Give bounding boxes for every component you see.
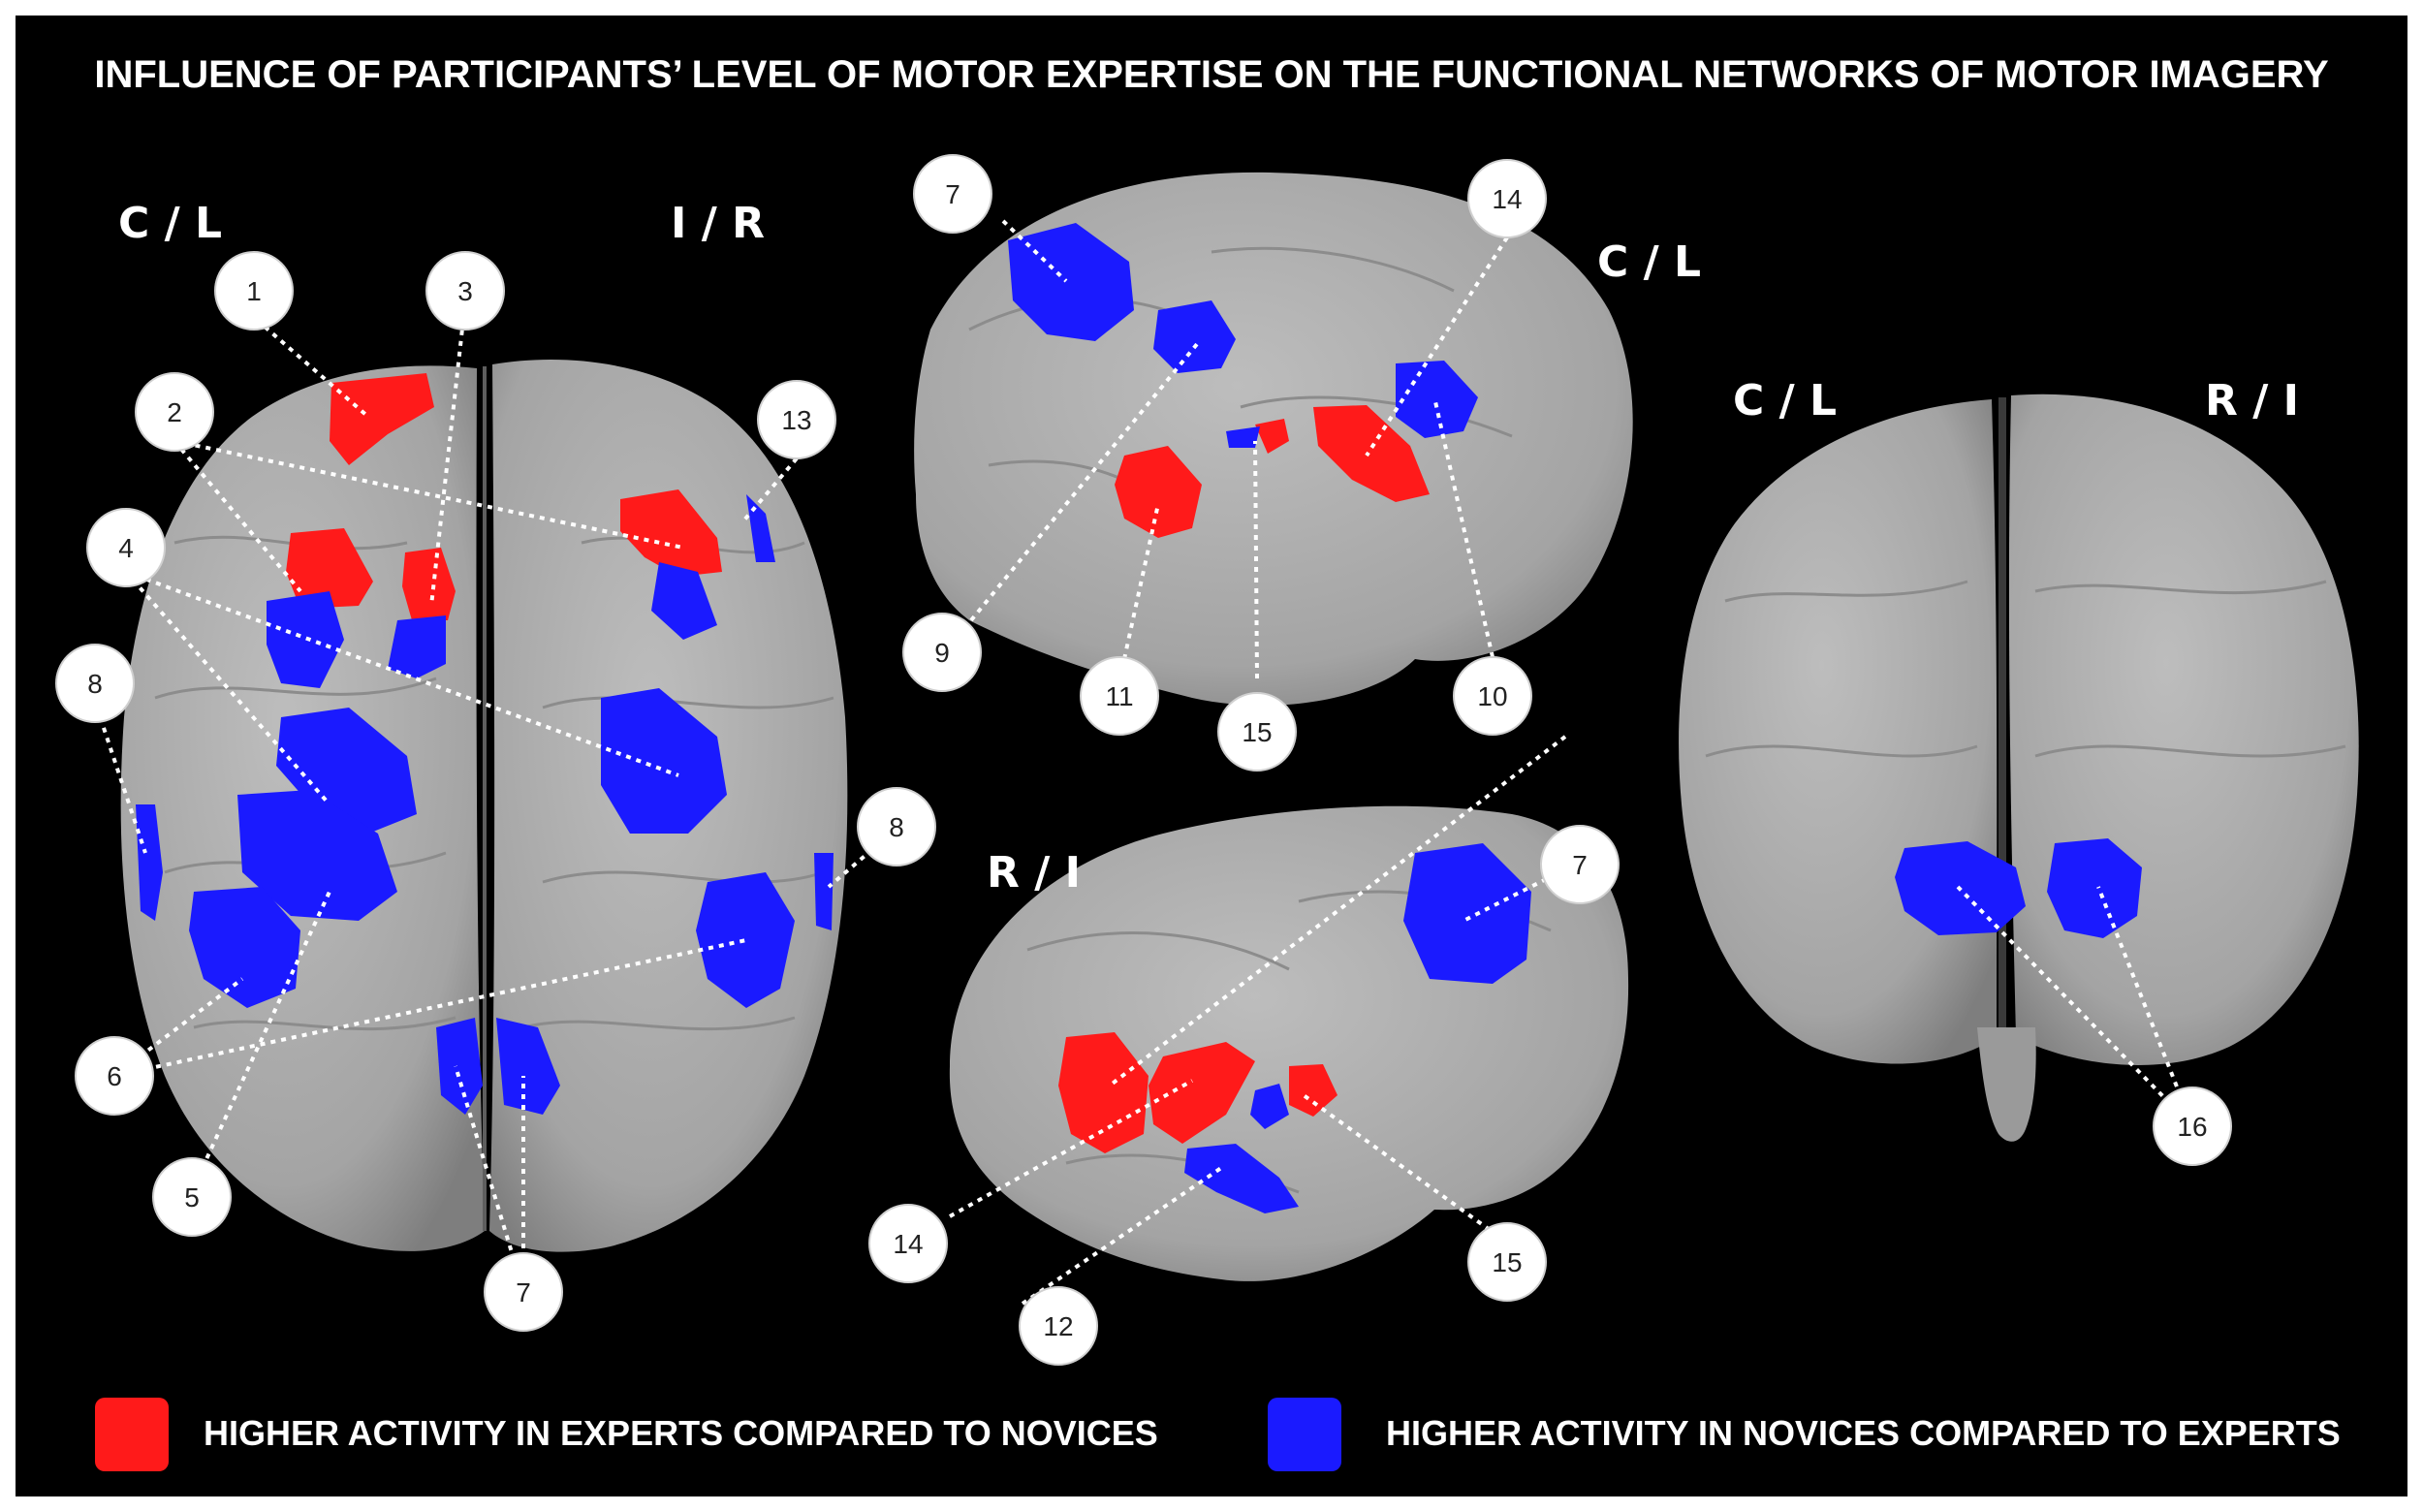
cluster-1: [330, 373, 434, 465]
cluster-15-medial: [1255, 419, 1289, 454]
marker-4: 4: [118, 533, 134, 563]
cluster-14-medial: [1313, 405, 1430, 502]
cluster-13-right: [651, 562, 717, 640]
marker-7-lateral: 7: [1572, 850, 1588, 880]
figure-title: INFLUENCE OF PARTICIPANTS’ LEVEL OF MOTO…: [94, 53, 2329, 96]
marker-13: 13: [781, 405, 811, 435]
posterior-left-hemisphere: [1679, 399, 1998, 1064]
marker-14-medial: 14: [1492, 184, 1522, 214]
cluster-5: [237, 790, 397, 921]
cluster-11: [1115, 446, 1202, 538]
cluster-8-left: [136, 804, 163, 921]
cluster-14-lateral: [1149, 1042, 1255, 1144]
posterior-right-label: R / I: [2205, 376, 2299, 425]
cluster-8-right: [814, 853, 834, 930]
cluster-6-left: [189, 887, 300, 1008]
cluster-15-lateral-blue: [1250, 1084, 1289, 1129]
cluster-15-medial-blue: [1226, 426, 1260, 448]
cluster-7-medial: [1008, 223, 1134, 341]
cluster-15-lateral: [1289, 1064, 1337, 1117]
expert-clusters: [286, 373, 1430, 1153]
marker-14-lateral: 14: [893, 1229, 923, 1259]
marker-3: 3: [457, 276, 473, 306]
leader-lines: [95, 219, 2194, 1306]
cluster-10-lateral: [1058, 1032, 1149, 1153]
dorsal-left-label: C / L: [118, 199, 222, 248]
marker-10: 10: [1477, 681, 1507, 711]
marker-6: 6: [107, 1061, 122, 1091]
cluster-2-right: [620, 489, 722, 577]
marker-11: 11: [1105, 681, 1133, 711]
legend-novices-label: HIGHER ACTIVITY IN NOVICES COMPARED TO E…: [1386, 1413, 2341, 1453]
cluster-10-medial: [1396, 361, 1478, 438]
dorsal-brain: [120, 360, 848, 1252]
marker-12: 12: [1043, 1311, 1073, 1341]
cluster-7-dorsal-left: [436, 1018, 483, 1115]
marker-1: 1: [246, 276, 262, 306]
legend-experts-label: HIGHER ACTIVITY IN EXPERTS COMPARED TO N…: [204, 1413, 1158, 1453]
cluster-3: [402, 548, 456, 620]
cluster-16-right: [2047, 838, 2142, 938]
cluster-4-right: [601, 688, 727, 834]
posterior-gyri: [1705, 580, 2346, 758]
brainstem: [1977, 1027, 2036, 1142]
marker-9: 9: [934, 638, 950, 668]
marker-5: 5: [184, 1182, 200, 1213]
cluster-2-left-blue: [267, 591, 344, 688]
lateral-view-label: R / I: [987, 848, 1081, 898]
marker-2: 2: [167, 397, 182, 427]
marker-circles: [55, 154, 2232, 1366]
posterior-brain: [1679, 394, 2359, 1142]
posterior-left-label: C / L: [1733, 376, 1837, 425]
marker-15-lateral: 15: [1492, 1247, 1522, 1277]
marker-8-left: 8: [87, 669, 103, 699]
posterior-right-hemisphere: [2008, 394, 2359, 1065]
cluster-7-dorsal-right: [496, 1018, 560, 1115]
cluster-12: [1184, 1144, 1299, 1213]
marker-7-dorsal: 7: [516, 1277, 531, 1307]
novice-clusters: [136, 223, 2142, 1213]
cluster-9: [1153, 300, 1236, 373]
cluster-6-right: [696, 872, 795, 1008]
marker-16: 16: [2177, 1112, 2207, 1142]
cluster-3-blue: [388, 615, 446, 678]
marker-7-medial: 7: [945, 179, 960, 209]
medial-view-label: C / L: [1597, 237, 1701, 287]
legend-experts-swatch: [95, 1398, 169, 1471]
marker-numbers: 1 2 3 13 4 8 6 5 7 8 7 14 9 11 15 10 7 1…: [87, 179, 2207, 1341]
cluster-2-left: [286, 528, 373, 609]
marker-8-right: 8: [889, 812, 904, 842]
orientation-labels: C / L I / R C / L R / I C / L R / I: [118, 199, 2299, 898]
dorsal-right-label: I / R: [671, 199, 765, 248]
marker-15-medial: 15: [1242, 717, 1272, 747]
cluster-7-lateral: [1403, 843, 1531, 984]
legend-novices-swatch: [1268, 1398, 1341, 1471]
